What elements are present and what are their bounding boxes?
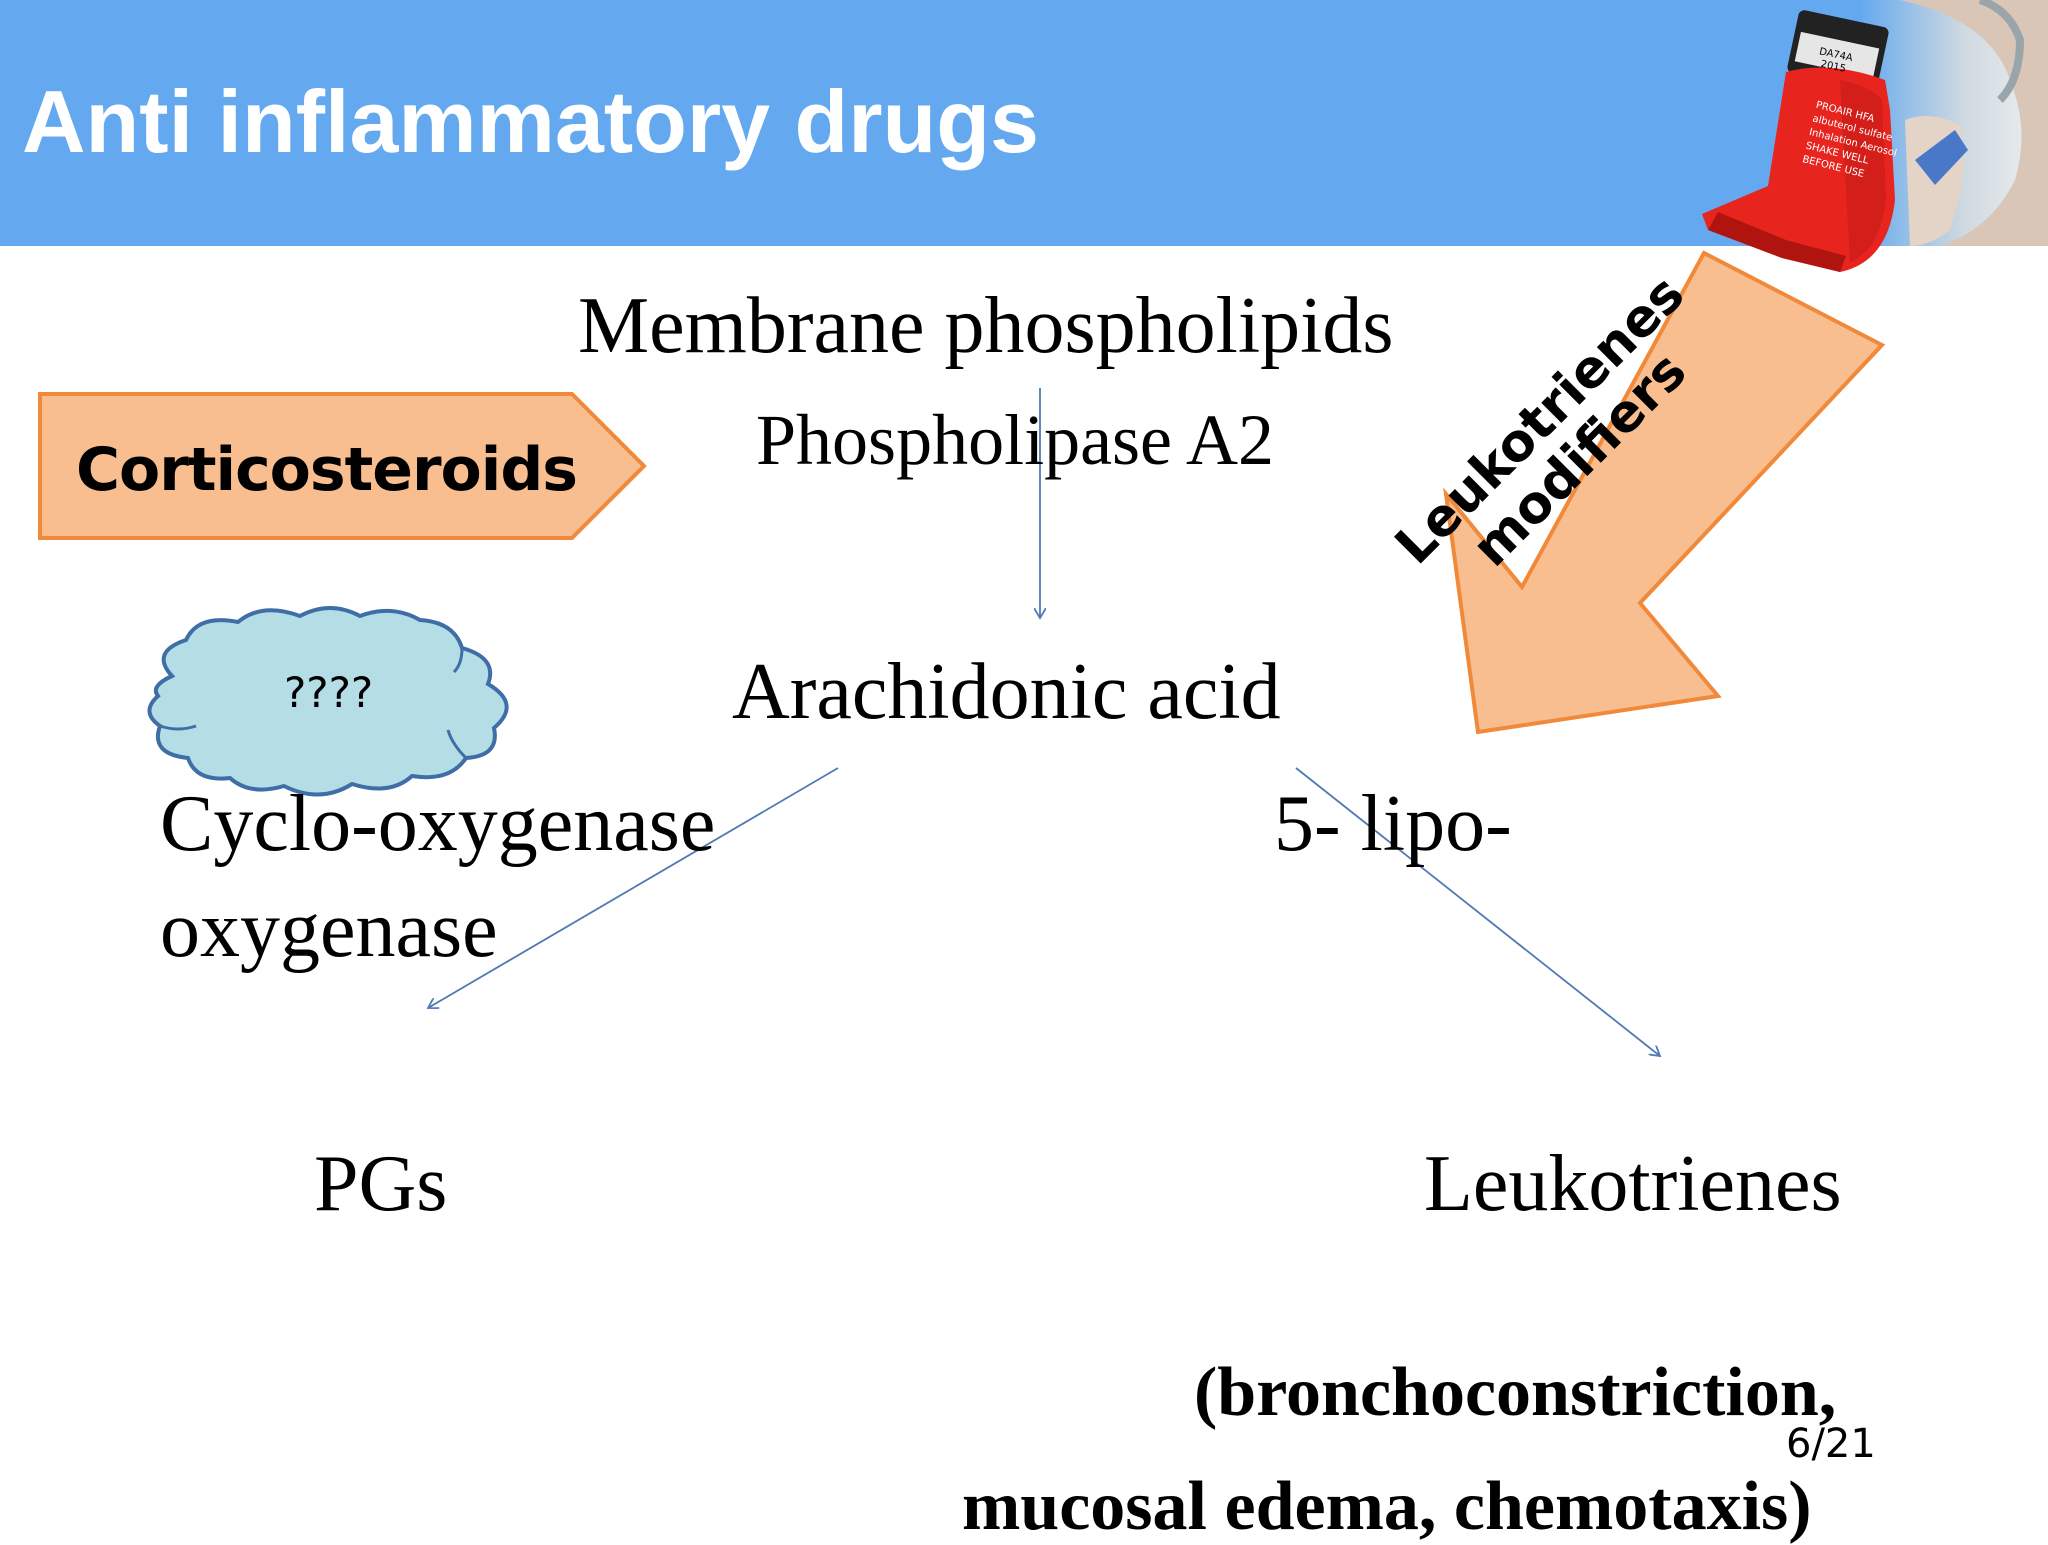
arachidonic-acid-label: Arachidonic acid (732, 648, 1281, 736)
svg-text:2015: 2015 (1820, 59, 1847, 75)
corticosteroids-arrow-shape (38, 392, 647, 540)
five-lipo-label: 5- lipo- (1274, 780, 1512, 868)
page-number: 6/21 (1786, 1421, 1876, 1467)
lipo-arrow (1295, 767, 1660, 1056)
oxygenase-label: oxygenase (160, 886, 498, 974)
effects-line2: mucosal edema, chemotaxis) (962, 1468, 1812, 1545)
slide-title: Anti inflammatory drugs (22, 72, 1039, 171)
leukotriene-modifiers-arrow-shape (1443, 250, 1886, 735)
corticosteroids-label: Corticosteroids (76, 435, 578, 505)
cyclo-oxygenase-label: Cyclo-oxygenase (160, 780, 716, 868)
pgs-label: PGs (314, 1140, 448, 1228)
inhaler-photo-icon: PROAIR HFA albuterol sulfate Inhalation … (1702, 0, 2048, 272)
phospholipase-a2-label: Phospholipase A2 (756, 400, 1275, 480)
cox-arrow (428, 767, 839, 1008)
question-cloud-shape (147, 606, 509, 797)
effects-line1: (bronchoconstriction, (1194, 1354, 1837, 1431)
membrane-phospholipids-label: Membrane phospholipids (578, 282, 1394, 370)
question-cloud-label: ???? (284, 668, 374, 717)
title-bar (0, 0, 2048, 246)
leukotrienes-label: Leukotrienes (1424, 1140, 1842, 1228)
